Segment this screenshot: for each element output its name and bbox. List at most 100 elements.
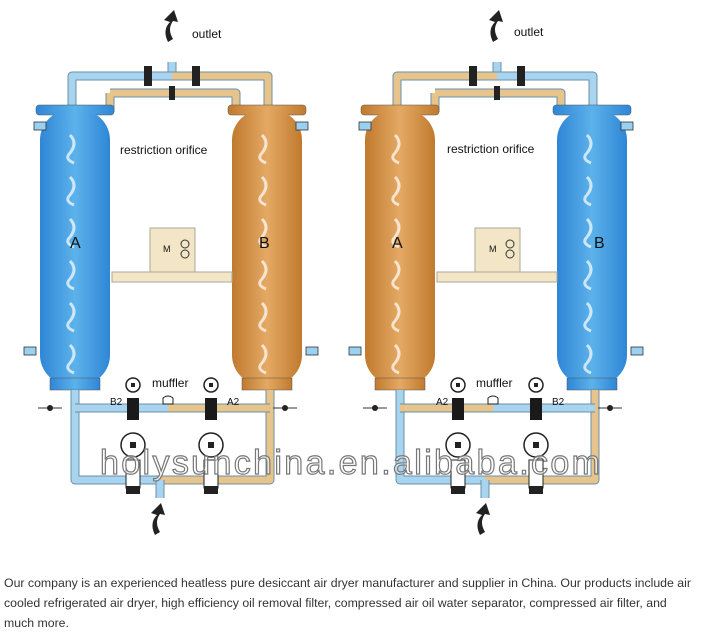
inlet-valve-actuator-icon: [208, 442, 214, 448]
muffler-icon: [487, 395, 499, 405]
outlet-arrow-icon: [489, 10, 503, 42]
vessel-b-label: B: [594, 235, 605, 252]
flow-swirl-icon: [258, 343, 268, 375]
drain-valve-icon: [47, 405, 53, 411]
valve-label-left: A2: [436, 397, 449, 408]
vessel-left-bottom-flange: [49, 377, 101, 391]
exhaust-valve-icon: [205, 398, 217, 420]
inlet-valve-actuator-icon: [130, 442, 136, 448]
vessel-right-bottom-flange: [241, 377, 293, 391]
top-pipe-left: [68, 72, 172, 108]
pressure-gauge-icon: [33, 121, 47, 131]
inlet-valve-base-icon: [204, 486, 218, 494]
flow-swirl-icon: [66, 133, 76, 165]
controller-label: M: [489, 244, 497, 254]
muffler-label: muffler: [476, 376, 512, 390]
flow-swirl-icon: [258, 217, 268, 249]
panel-left-labels: outlet restriction orifice muffler A B M…: [70, 27, 270, 408]
valve-label-right: B2: [552, 397, 565, 408]
orifice-label: restriction orifice: [447, 142, 535, 156]
inlet-valve-base-icon: [451, 486, 465, 494]
vessel-left-bottom-flange: [374, 377, 426, 391]
inlet-valve-actuator-icon: [533, 442, 539, 448]
controller-box: [474, 227, 521, 273]
pressure-gauge-icon: [305, 346, 319, 356]
gauge-icon: [505, 249, 515, 259]
top-pipe-right: [172, 72, 272, 108]
pressure-gauge-icon: [348, 346, 362, 356]
inlet-pipe-right: [160, 390, 274, 484]
vessel-right-bottom-flange: [566, 377, 618, 391]
vessel-a-label: A: [392, 235, 403, 252]
valve-actuator-icon: [209, 383, 213, 387]
flow-swirl-icon: [66, 259, 76, 291]
controller-shelf: [436, 271, 558, 283]
watermark: holysunchina.en.alibaba.com: [100, 444, 600, 482]
flow-swirl-icon: [258, 133, 268, 165]
flow-swirl-icon: [583, 343, 593, 375]
valve-label-right: A2: [227, 397, 240, 408]
vessel-right: [557, 110, 627, 385]
inlet-valve-actuator-icon: [455, 442, 461, 448]
vessel-left: [40, 110, 110, 385]
flow-swirl-icon: [391, 343, 401, 375]
flow-swirl-icon: [583, 217, 593, 249]
company-description: Our company is an experienced heatless p…: [4, 576, 691, 630]
vessel-a-label: A: [70, 235, 81, 252]
dryer-flow-diagram: outlet restriction orifice muffler A B M…: [23, 10, 644, 535]
exhaust-valve-icon: [452, 398, 464, 420]
valve-label-left: B2: [110, 397, 123, 408]
vessel-b-label: B: [259, 235, 270, 252]
inlet-arrow-icon: [151, 503, 165, 535]
top-pipe-right: [497, 72, 597, 108]
drain-valve-icon: [607, 405, 613, 411]
valve-actuator-icon: [131, 383, 135, 387]
vessel-right: [232, 110, 302, 385]
flow-swirl-icon: [391, 133, 401, 165]
flow-swirl-icon: [391, 301, 401, 333]
flow-swirl-icon: [391, 259, 401, 291]
pressure-gauge-icon: [620, 121, 634, 131]
flow-swirl-icon: [66, 343, 76, 375]
muffler-label: muffler: [152, 376, 188, 390]
inlet-valve-base-icon: [126, 486, 140, 494]
flow-swirl-icon: [66, 301, 76, 333]
gauge-icon: [505, 239, 515, 249]
flow-swirl-icon: [66, 175, 76, 207]
pressure-gauge-icon: [295, 121, 309, 131]
outlet-arrow-icon: [164, 10, 178, 42]
drain-valve-icon: [372, 405, 378, 411]
flow-swirl-icon: [258, 301, 268, 333]
flow-swirl-icon: [66, 217, 76, 249]
flow-swirl-icon: [583, 133, 593, 165]
outlet-label: outlet: [192, 27, 222, 41]
outlet-valve-icon: [469, 66, 477, 86]
controller-box: [149, 227, 196, 273]
controller-label: M: [163, 244, 171, 254]
inlet-pipe-right: [485, 390, 599, 484]
outlet-valve-icon: [517, 66, 525, 86]
gauge-icon: [180, 239, 190, 249]
flow-swirl-icon: [583, 301, 593, 333]
outlet-valve-icon: [144, 66, 152, 86]
muffler-icon: [162, 395, 174, 405]
exhaust-valve-icon: [530, 398, 542, 420]
flow-swirl-icon: [583, 259, 593, 291]
inlet-valve-base-icon: [529, 486, 543, 494]
outlet-label: outlet: [514, 25, 544, 39]
exhaust-valve-icon: [127, 398, 139, 420]
orifice-label: restriction orifice: [120, 143, 208, 157]
flow-swirl-icon: [391, 217, 401, 249]
pressure-gauge-icon: [630, 346, 644, 356]
panel-right-labels: outlet restriction orifice muffler A B M…: [392, 25, 605, 408]
valve-actuator-icon: [534, 383, 538, 387]
vessel-left: [365, 110, 435, 385]
valve-actuator-icon: [456, 383, 460, 387]
restriction-orifice-icon: [494, 86, 500, 100]
restriction-orifice-icon: [169, 86, 175, 100]
gauge-icon: [180, 249, 190, 259]
drain-valve-icon: [282, 405, 288, 411]
flow-swirl-icon: [583, 175, 593, 207]
top-pipe-left: [393, 72, 497, 108]
